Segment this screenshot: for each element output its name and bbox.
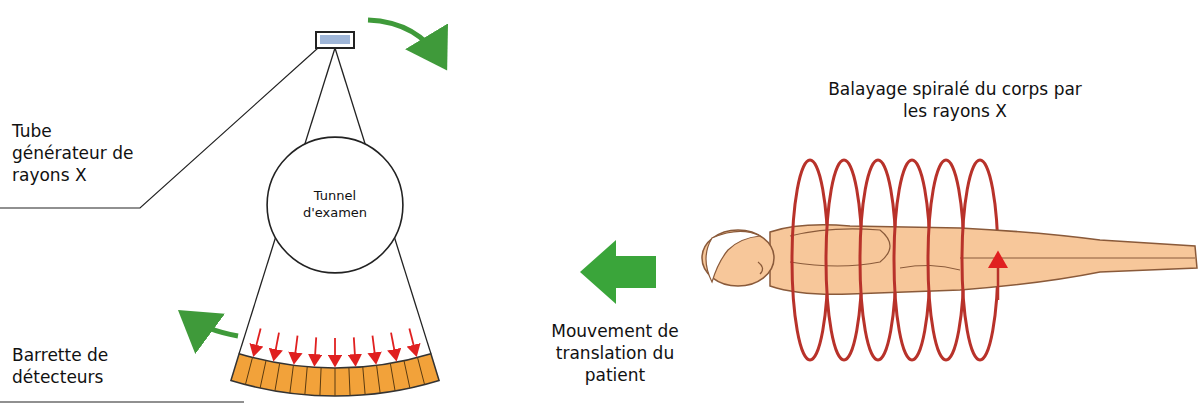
ray-arrows xyxy=(255,329,416,362)
translation-arrow xyxy=(580,240,656,304)
spiral-scan xyxy=(792,160,998,360)
exam-tunnel-circle: Tunnel d'examen xyxy=(265,135,405,275)
node-text: Tunnel d'examen xyxy=(295,188,375,222)
detector-label: Barrette de détecteurs xyxy=(12,344,147,388)
spiral-label: Balayage spiralé du corps par les rayons… xyxy=(815,78,1095,122)
leader-line xyxy=(0,401,244,402)
x-ray-tube xyxy=(320,35,350,44)
translation-label: Mouvement de translation du patient xyxy=(525,320,705,386)
tube-label: Tube générateur de rayons X xyxy=(12,120,137,186)
x-ray-tube xyxy=(316,32,354,48)
patient-figure xyxy=(702,225,1197,294)
rotation-arrow xyxy=(368,20,442,62)
rotation-arrow xyxy=(186,316,238,336)
